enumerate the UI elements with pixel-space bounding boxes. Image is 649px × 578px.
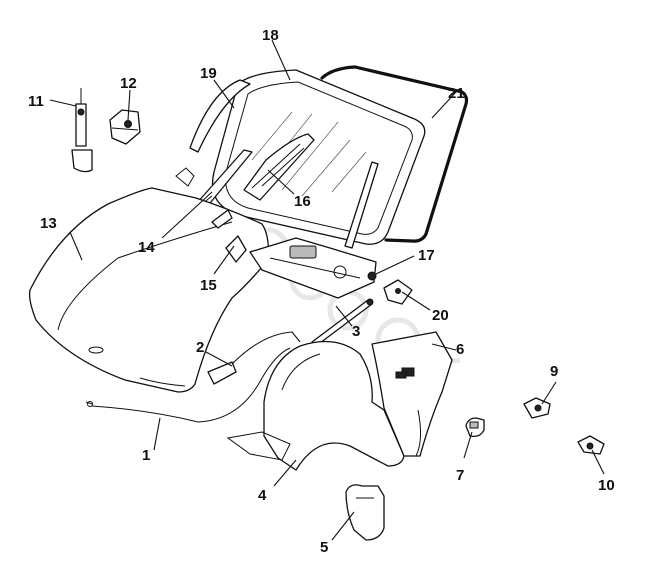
- antenna-bracket: [109, 109, 141, 145]
- hood-hinge: [211, 209, 247, 263]
- hood: [28, 167, 270, 393]
- callout-5: 5: [320, 539, 328, 556]
- callout-17: 17: [418, 247, 435, 264]
- callout-9: 9: [550, 363, 558, 380]
- callout-12: 12: [120, 75, 137, 92]
- callout-14: 14: [138, 239, 155, 256]
- callout-18: 18: [262, 27, 279, 44]
- callout-labels: 1 2 3 4 5 6 7 8 9 10 11 12 13 14 15 16 1…: [28, 27, 615, 556]
- callout-3: 3: [352, 323, 360, 340]
- callout-19: 19: [200, 65, 217, 82]
- callout-6: 6: [456, 341, 464, 358]
- leader-lines: [49, 39, 605, 541]
- callout-21: 21: [448, 85, 465, 102]
- callout-16: 16: [294, 193, 311, 210]
- callout-2: 2: [196, 339, 204, 356]
- callout-4: 4: [258, 487, 267, 504]
- fender-retainer: [577, 435, 605, 455]
- hinge-bracket: [383, 279, 413, 305]
- callout-1: 1: [142, 447, 150, 464]
- cowl-panel: [243, 133, 315, 201]
- fender-emblem: [395, 371, 407, 379]
- antenna: [71, 88, 93, 173]
- hood-release-handle: [207, 331, 301, 385]
- windshield-side-strip: [189, 79, 379, 249]
- fender-clip: [523, 397, 551, 419]
- front-fender: [226, 331, 453, 471]
- callout-13: 13: [40, 215, 57, 232]
- hood-release-cable: [85, 347, 291, 423]
- callout-7: 7: [456, 467, 464, 484]
- callout-20: 20: [432, 307, 449, 324]
- callout-10: 10: [598, 477, 615, 494]
- windshield-moulding: [320, 65, 469, 243]
- splash-shield: [345, 484, 385, 541]
- wiper-linkage: [249, 237, 377, 299]
- callout-11: 11: [28, 93, 44, 110]
- side-marker-lamp: [465, 417, 485, 438]
- callout-15: 15: [200, 277, 217, 294]
